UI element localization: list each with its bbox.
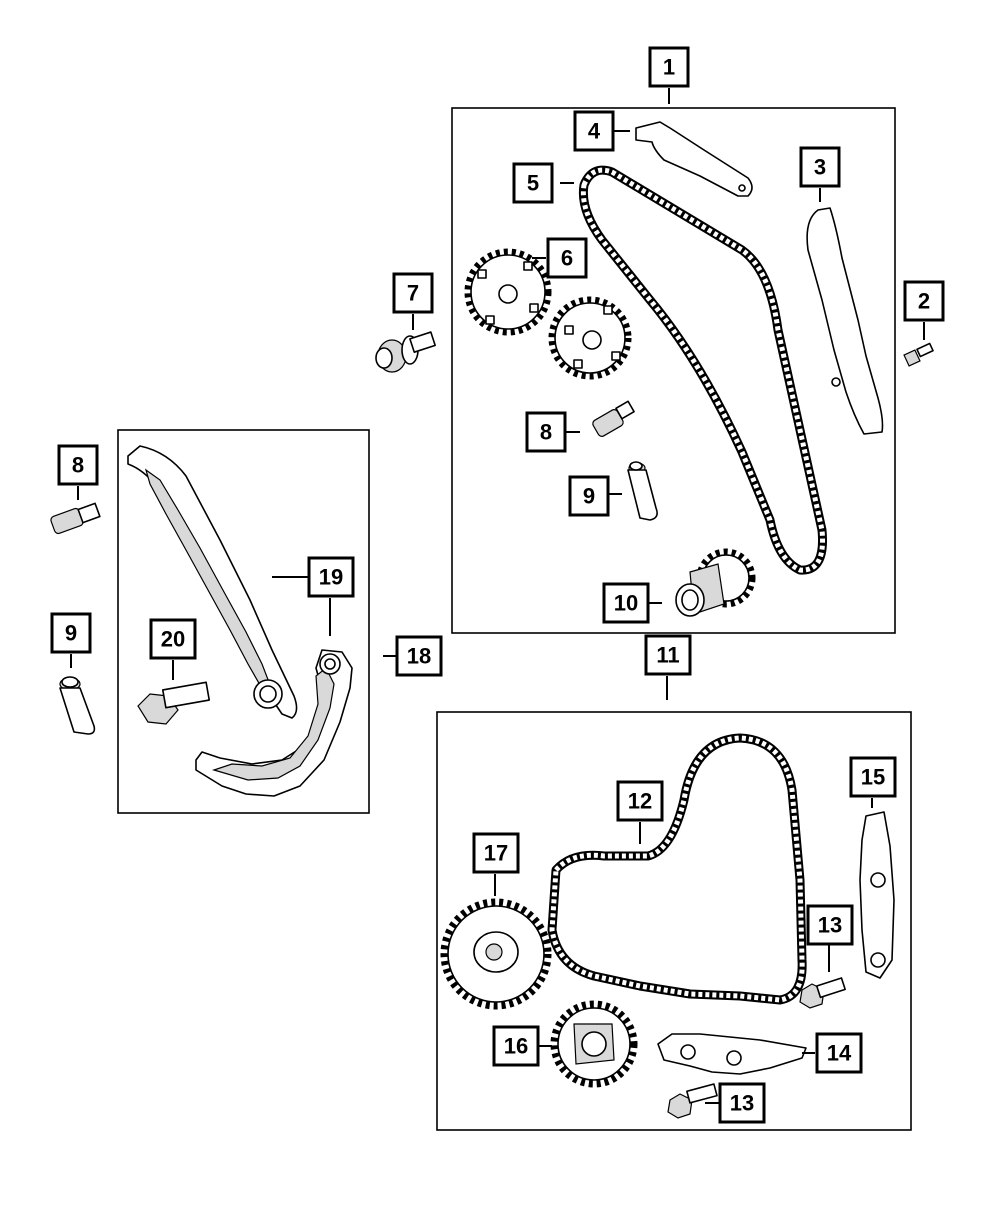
- chain-guide-lower: [657, 1033, 807, 1075]
- callout-2: 2: [903, 280, 945, 322]
- pivot-bolt: [137, 681, 211, 725]
- callout-4: 4: [573, 110, 615, 152]
- callout-8-upper-label: 8: [540, 420, 552, 445]
- chain-guide-upper: [806, 207, 884, 435]
- camshaft-actuator-bolt: [375, 331, 436, 373]
- callout-13-right-label: 13: [818, 913, 842, 938]
- callout-7-label: 7: [407, 281, 419, 306]
- callout-8-upper: 8: [525, 411, 567, 453]
- callout-16-label: 16: [504, 1034, 528, 1059]
- callout-18-label: 18: [407, 644, 431, 669]
- callout-5-label: 5: [527, 171, 539, 196]
- chain-guide-hole: [831, 377, 841, 387]
- callout-20: 20: [149, 618, 197, 660]
- callout-2-label: 2: [918, 289, 930, 314]
- callout-12: 12: [616, 780, 664, 822]
- callout-17: 17: [472, 832, 520, 874]
- callout-8-left-label: 8: [72, 453, 84, 478]
- callout-11: 11: [644, 634, 692, 676]
- fixed-chain-guide-long: [127, 445, 298, 719]
- callout-9-left: 9: [50, 612, 92, 654]
- callout-14-label: 14: [827, 1041, 852, 1066]
- callout-18: 18: [395, 635, 443, 677]
- camshaft-sprocket-right: [548, 296, 632, 380]
- callout-5: 5: [512, 162, 554, 204]
- callout-15-label: 15: [861, 765, 885, 790]
- callout-4-label: 4: [588, 119, 601, 144]
- callout-20-label: 20: [161, 627, 185, 652]
- callout-6-label: 6: [561, 246, 573, 271]
- tensioner-arm-lower: [859, 811, 895, 979]
- callout-19-label: 19: [319, 565, 343, 590]
- tensioner-guide-hole: [738, 184, 746, 192]
- lower-timing-group-frame: [436, 711, 912, 1131]
- chain-tensioner-plunger-upper: [592, 400, 635, 437]
- callout-11-label: 11: [656, 643, 679, 668]
- tensioner-sleeve-left: [59, 676, 96, 735]
- callout-9-upper-label: 9: [583, 484, 595, 509]
- callout-3-label: 3: [814, 155, 826, 180]
- callout-9-left-label: 9: [65, 621, 77, 646]
- callout-8-left: 8: [57, 444, 99, 486]
- tensioner-chain-guide-arm: [195, 649, 353, 797]
- callout-12-label: 12: [628, 789, 652, 814]
- crankshaft-sprocket-upper: [675, 548, 756, 617]
- callout-15: 15: [849, 756, 897, 798]
- callout-17-label: 17: [484, 841, 508, 866]
- bolt-lower-bottom: [667, 1083, 718, 1119]
- guide-group-frame: [117, 429, 370, 814]
- callout-10-label: 10: [614, 591, 638, 616]
- leader-lines: [70, 88, 925, 1104]
- upper-timing-chain: [578, 165, 828, 575]
- chain-tensioner-guide-upper: [635, 121, 753, 197]
- camshaft-sprocket-left: [464, 248, 552, 336]
- bolt-upper: [903, 342, 934, 367]
- callout-14: 14: [815, 1032, 863, 1074]
- chain-tensioner-plunger-left: [50, 502, 101, 535]
- callout-13-bottom-label: 13: [730, 1091, 754, 1116]
- callout-19: 19: [307, 556, 355, 598]
- bolt-lower-right: [799, 977, 846, 1009]
- callout-13-right: 13: [806, 904, 854, 946]
- upper-timing-group-frame: [451, 107, 896, 634]
- callout-1: 1: [648, 46, 690, 88]
- callout-6: 6: [546, 237, 588, 279]
- lower-timing-chain: [547, 733, 807, 1005]
- callout-3: 3: [799, 146, 841, 188]
- callout-1-label: 1: [663, 55, 675, 80]
- callout-10: 10: [602, 582, 650, 624]
- crankshaft-sprocket-lower: [550, 1000, 638, 1088]
- callout-16: 16: [492, 1025, 540, 1067]
- tensioner-sleeve-upper: [627, 461, 658, 521]
- camshaft-gear-lower: [440, 898, 552, 1010]
- callout-7: 7: [392, 272, 434, 314]
- callout-13-bottom: 13: [718, 1082, 766, 1124]
- callout-9-upper: 9: [568, 475, 610, 517]
- guide-pivot-ring: [253, 679, 283, 709]
